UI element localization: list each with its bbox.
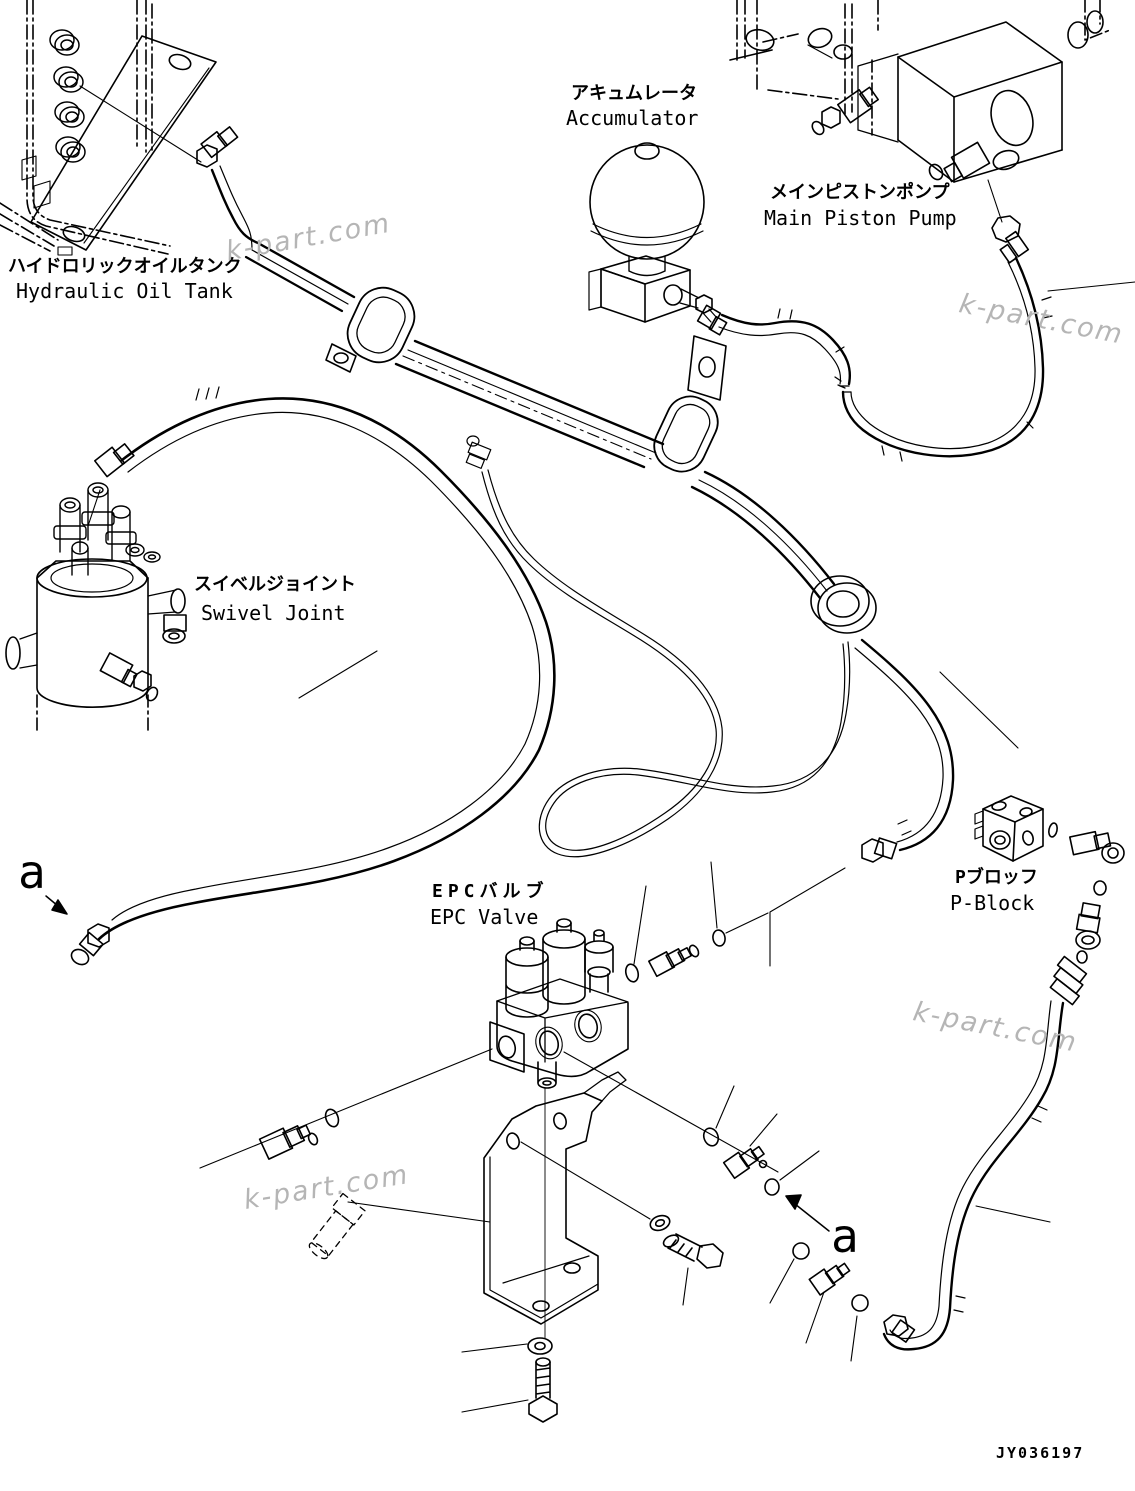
hydraulic-oil-tank-drawing	[0, 0, 217, 256]
plug-fitting-drawing	[258, 1108, 491, 1260]
pilot-hose-drawing	[465, 435, 851, 858]
label-main-piston-pump-ja: メインピストンポンプ	[770, 182, 950, 203]
accumulator-hose-drawing	[696, 304, 851, 387]
view-marker-a-right: a	[831, 1209, 859, 1263]
label-hydraulic-oil-tank-en: Hydraulic Oil Tank	[16, 279, 233, 303]
swivel-joint-drawing	[5, 386, 556, 966]
epc-valve-drawing	[199, 861, 779, 1339]
p-block-drawing	[974, 795, 1125, 964]
label-p-block-ja: Pブロッフ	[955, 867, 1038, 888]
label-epc-valve-ja: EPCバルブ	[432, 881, 549, 902]
label-p-block-en: P-Block	[950, 891, 1035, 915]
bracket-drawing	[461, 1071, 724, 1423]
label-swivel-joint-en: Swivel Joint	[201, 601, 346, 625]
main-piston-pump-drawing	[729, 0, 1135, 462]
label-main-piston-pump-en: Main Piston Pump	[764, 206, 957, 230]
label-hydraulic-oil-tank-ja: ハイドロリックオイルタンク	[8, 256, 242, 277]
label-swivel-joint-ja: スイベルジョイント	[194, 574, 356, 595]
label-accumulator-en: Accumulator	[566, 106, 699, 130]
view-marker-a-left: a	[18, 845, 46, 899]
accumulator-drawing	[588, 142, 718, 323]
hose-bundle-drawing	[196, 126, 1019, 967]
connector-group-drawing	[702, 955, 1088, 1362]
label-accumulator-ja: アキュムレータ	[571, 83, 697, 104]
label-epc-valve-en: EPC Valve	[430, 905, 539, 929]
drawing-number: JY036197	[996, 1444, 1085, 1462]
